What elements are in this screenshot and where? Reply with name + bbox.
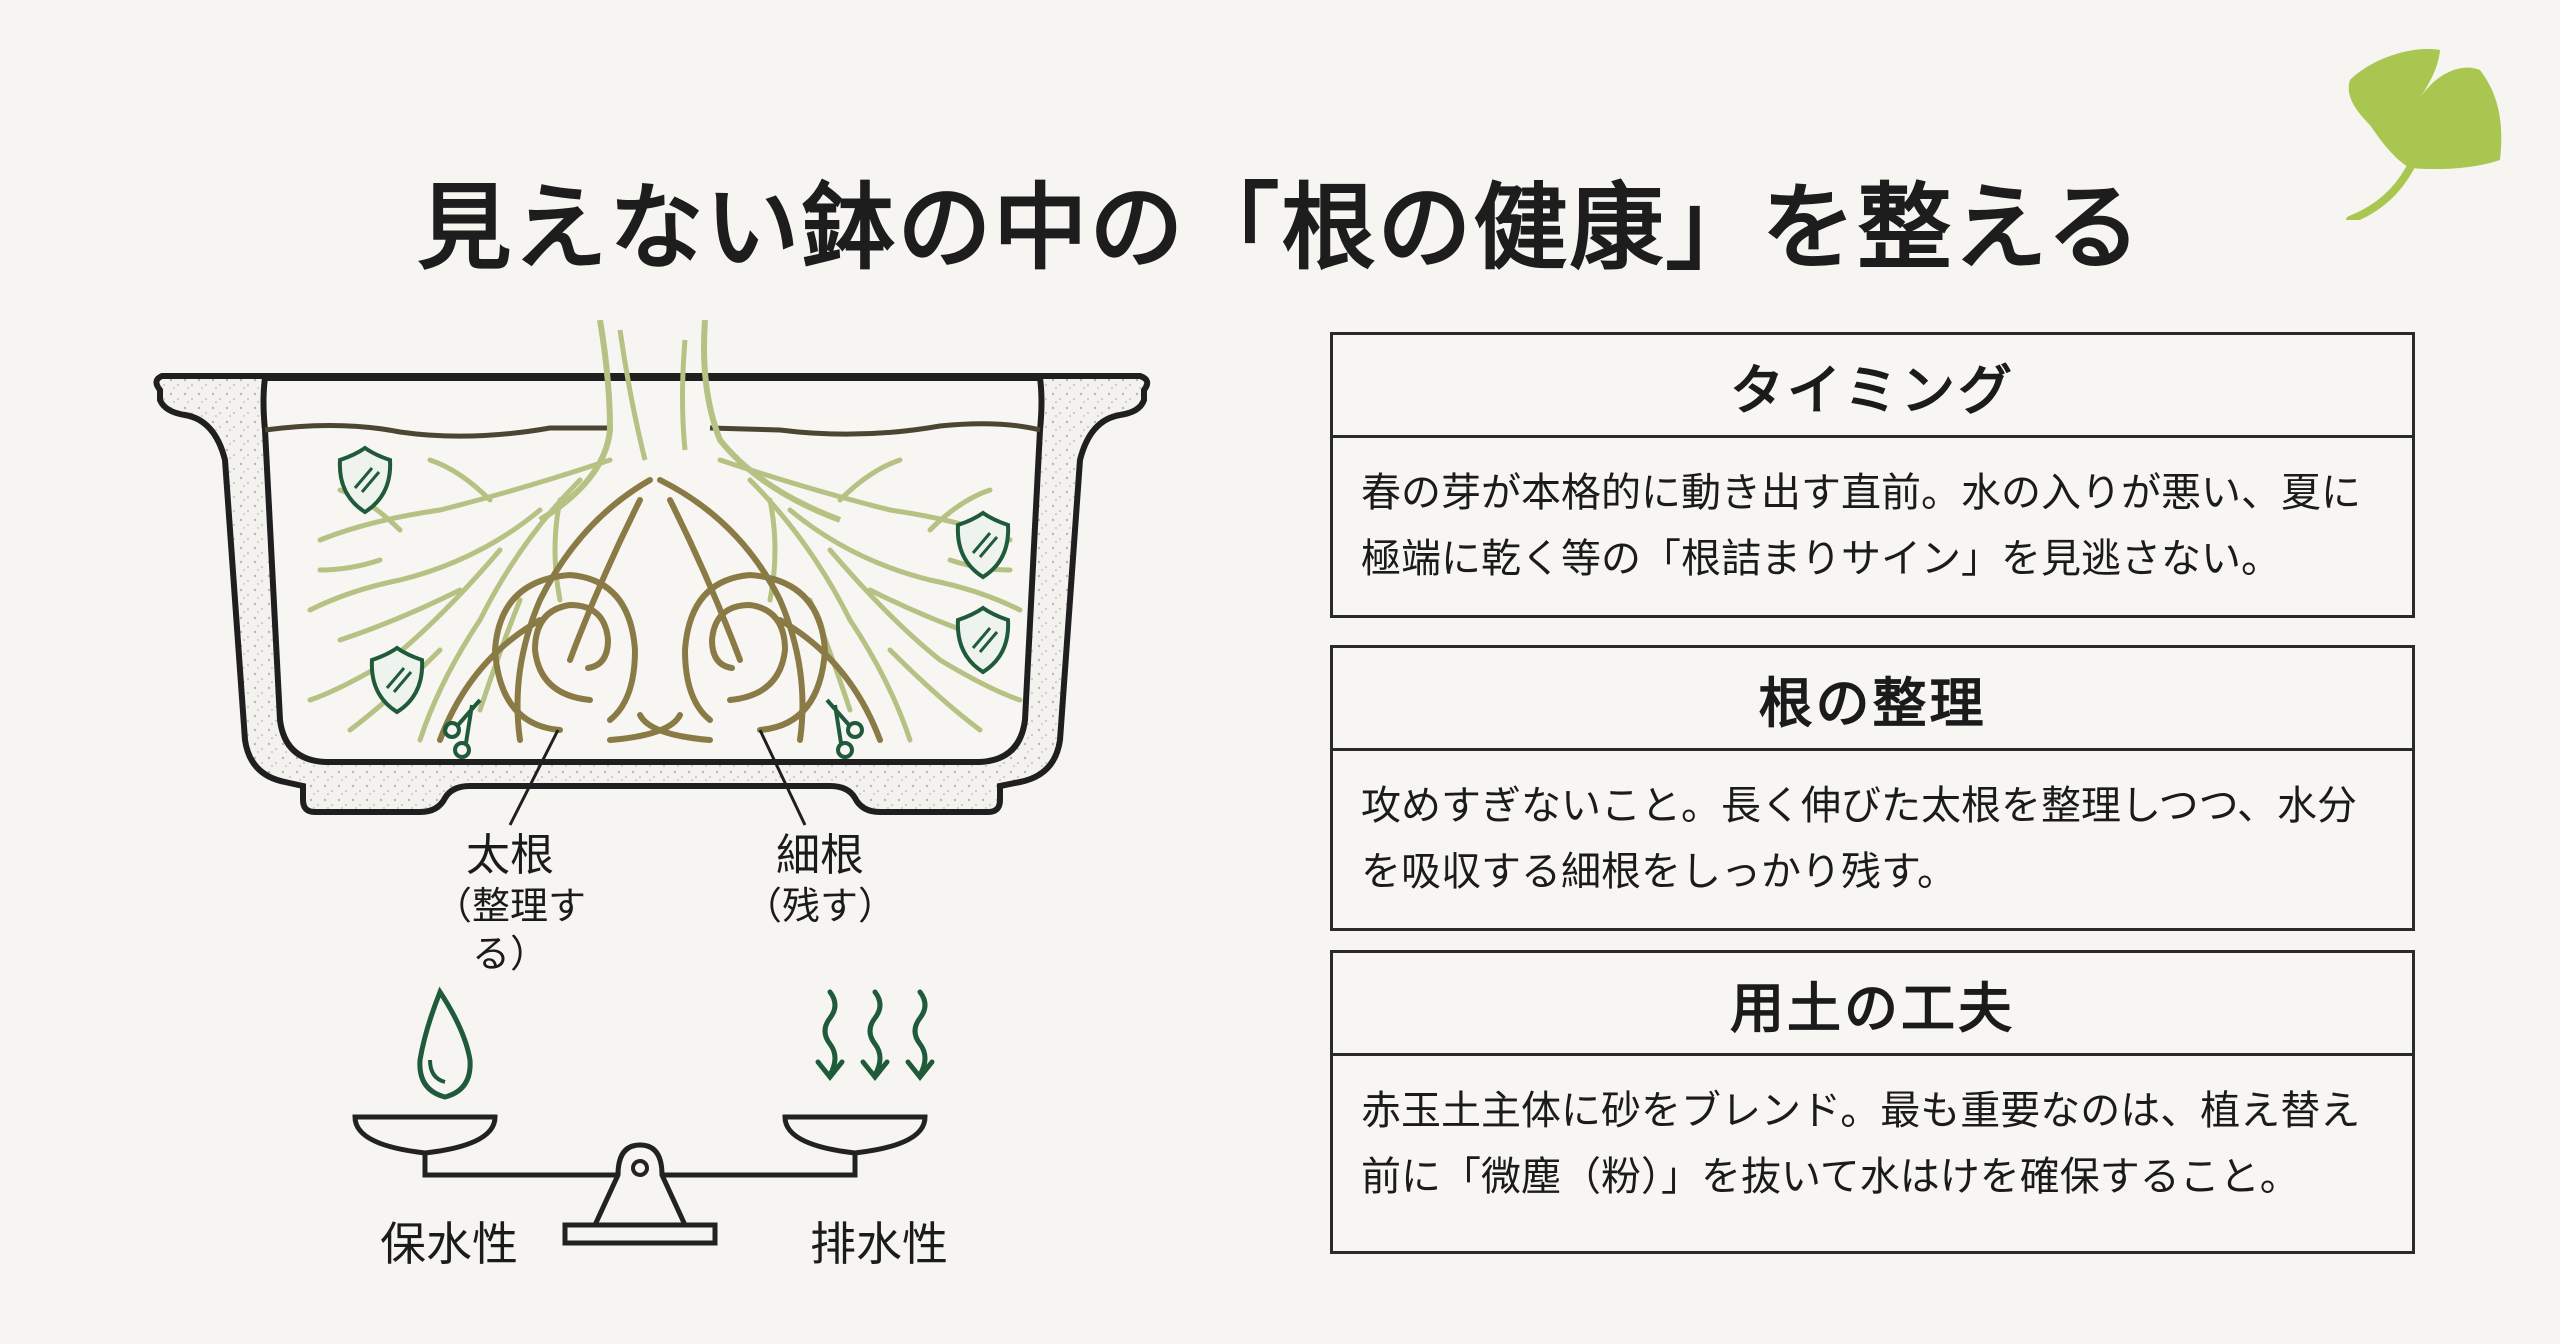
card-body: 攻めすぎないこと。長く伸びた太根を整理しつつ、水分を吸収する細根をしっかり残す。 [1361, 783, 2357, 895]
water-drop-icon [417, 986, 473, 1100]
water-retention-label: 保水性 [380, 1217, 518, 1271]
card-root-pruning: 根の整理 攻めすぎないこと。長く伸びた太根を整理しつつ、水分を吸収する細根をしっ… [1330, 645, 2415, 931]
page-title: 見えない鉢の中の「根の健康」を整える [417, 172, 2143, 283]
soil-surface [264, 421, 1041, 439]
ginkgo-leaf-icon [2346, 49, 2502, 220]
card-body: 春の芽が本格的に動き出す直前。水の入りが悪い、夏に極端に乾く等の「根詰まりサイン… [1361, 470, 2361, 582]
card-body: 赤玉土主体に砂をブレンド。最も重要なのは、植え替え前に「微塵（粉）」を抜いて水は… [1361, 1088, 2361, 1200]
thick-root-label: 太根 （整理する） [433, 830, 586, 976]
fine-root-label: 細根 （残す） [743, 830, 896, 928]
card-soil-mix: 用土の工夫 赤玉土主体に砂をブレンド。最も重要なのは、植え替え前に「微塵（粉）」… [1330, 950, 2415, 1254]
card-heading: タイミング [1333, 335, 2412, 438]
drainage-label: 排水性 [810, 1217, 948, 1271]
thick-root-coil-left [531, 601, 612, 703]
shield-icon [337, 445, 393, 515]
card-timing: タイミング 春の芽が本格的に動き出す直前。水の入りが悪い、夏に極端に乾く等の「根… [1330, 332, 2415, 618]
balance-scale [352, 986, 935, 1246]
scissors-icon [825, 698, 864, 759]
drainage-arrows-icon [815, 989, 935, 1082]
card-heading: 用土の工夫 [1333, 953, 2412, 1056]
fine-root-coil-right [708, 601, 789, 703]
root-diagram: 太根 （整理する） 細根 （残す） 保水性 排水性 [140, 319, 1200, 1280]
shield-icon [955, 510, 1011, 580]
scissors-icon [443, 698, 482, 759]
shield-icon [955, 605, 1011, 675]
bonsai-pot-illustration [153, 319, 1151, 1246]
card-heading: 根の整理 [1333, 648, 2412, 751]
shield-icon [369, 645, 425, 715]
